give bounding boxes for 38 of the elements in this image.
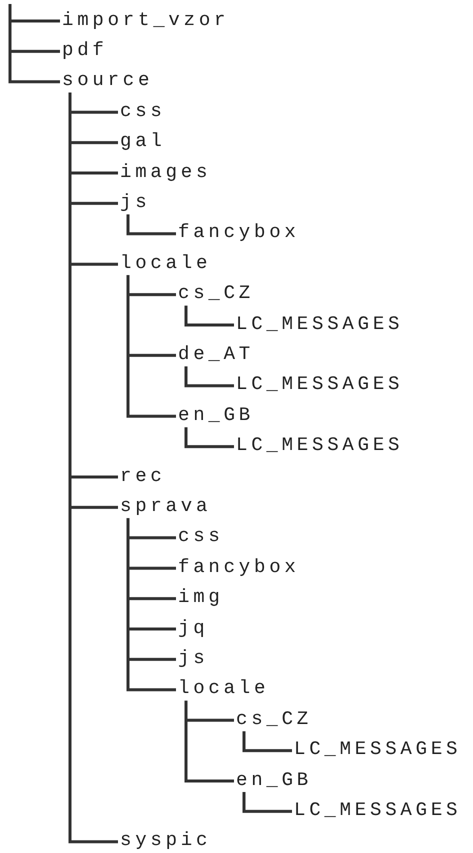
tree-connector: [184, 306, 234, 326]
folder-name: fancybox: [178, 558, 300, 577]
folder-name: gal: [120, 132, 166, 152]
folder-name: locale: [178, 679, 270, 698]
folder-name: source: [62, 71, 154, 90]
folder-name: LC_MESSAGES: [294, 740, 462, 760]
tree-connector: [68, 92, 118, 844]
tree-connector: [184, 427, 234, 448]
folder-name: cs_CZ: [178, 284, 254, 304]
folder-name: LC_MESSAGES: [236, 375, 404, 394]
tree-connector: [242, 731, 292, 752]
folder-name: jq: [178, 618, 208, 638]
folder-name: fancybox: [178, 223, 300, 242]
folder-name: sprava: [120, 496, 212, 516]
tree-connector: [184, 366, 234, 388]
folder-name: cs_CZ: [236, 710, 312, 729]
folder-name: LC_MESSAGES: [294, 800, 462, 820]
folder-name: img: [178, 588, 224, 608]
folder-name: rec: [120, 466, 166, 486]
folder-name: LC_MESSAGES: [236, 436, 404, 456]
tree-connector: [184, 700, 234, 782]
tree-connector: [242, 792, 292, 813]
folder-name: locale: [120, 254, 212, 273]
folder-name: syspic: [120, 831, 212, 850]
tree-connector: [126, 275, 176, 418]
tree-connector: [126, 214, 176, 236]
folder-name: pdf: [62, 40, 108, 60]
folder-name: css: [120, 102, 166, 121]
folder-name: en_GB: [236, 770, 312, 790]
tree-connector: [126, 518, 176, 692]
folder-name: js: [178, 648, 208, 668]
folder-name: import_vzor: [62, 10, 230, 30]
folder-name: images: [120, 162, 212, 182]
folder-name: en_GB: [178, 406, 254, 425]
folder-name: js: [120, 192, 150, 212]
folder-name: css: [178, 527, 224, 546]
folder-name: LC_MESSAGES: [236, 314, 404, 334]
folder-name: de_AT: [178, 344, 254, 364]
